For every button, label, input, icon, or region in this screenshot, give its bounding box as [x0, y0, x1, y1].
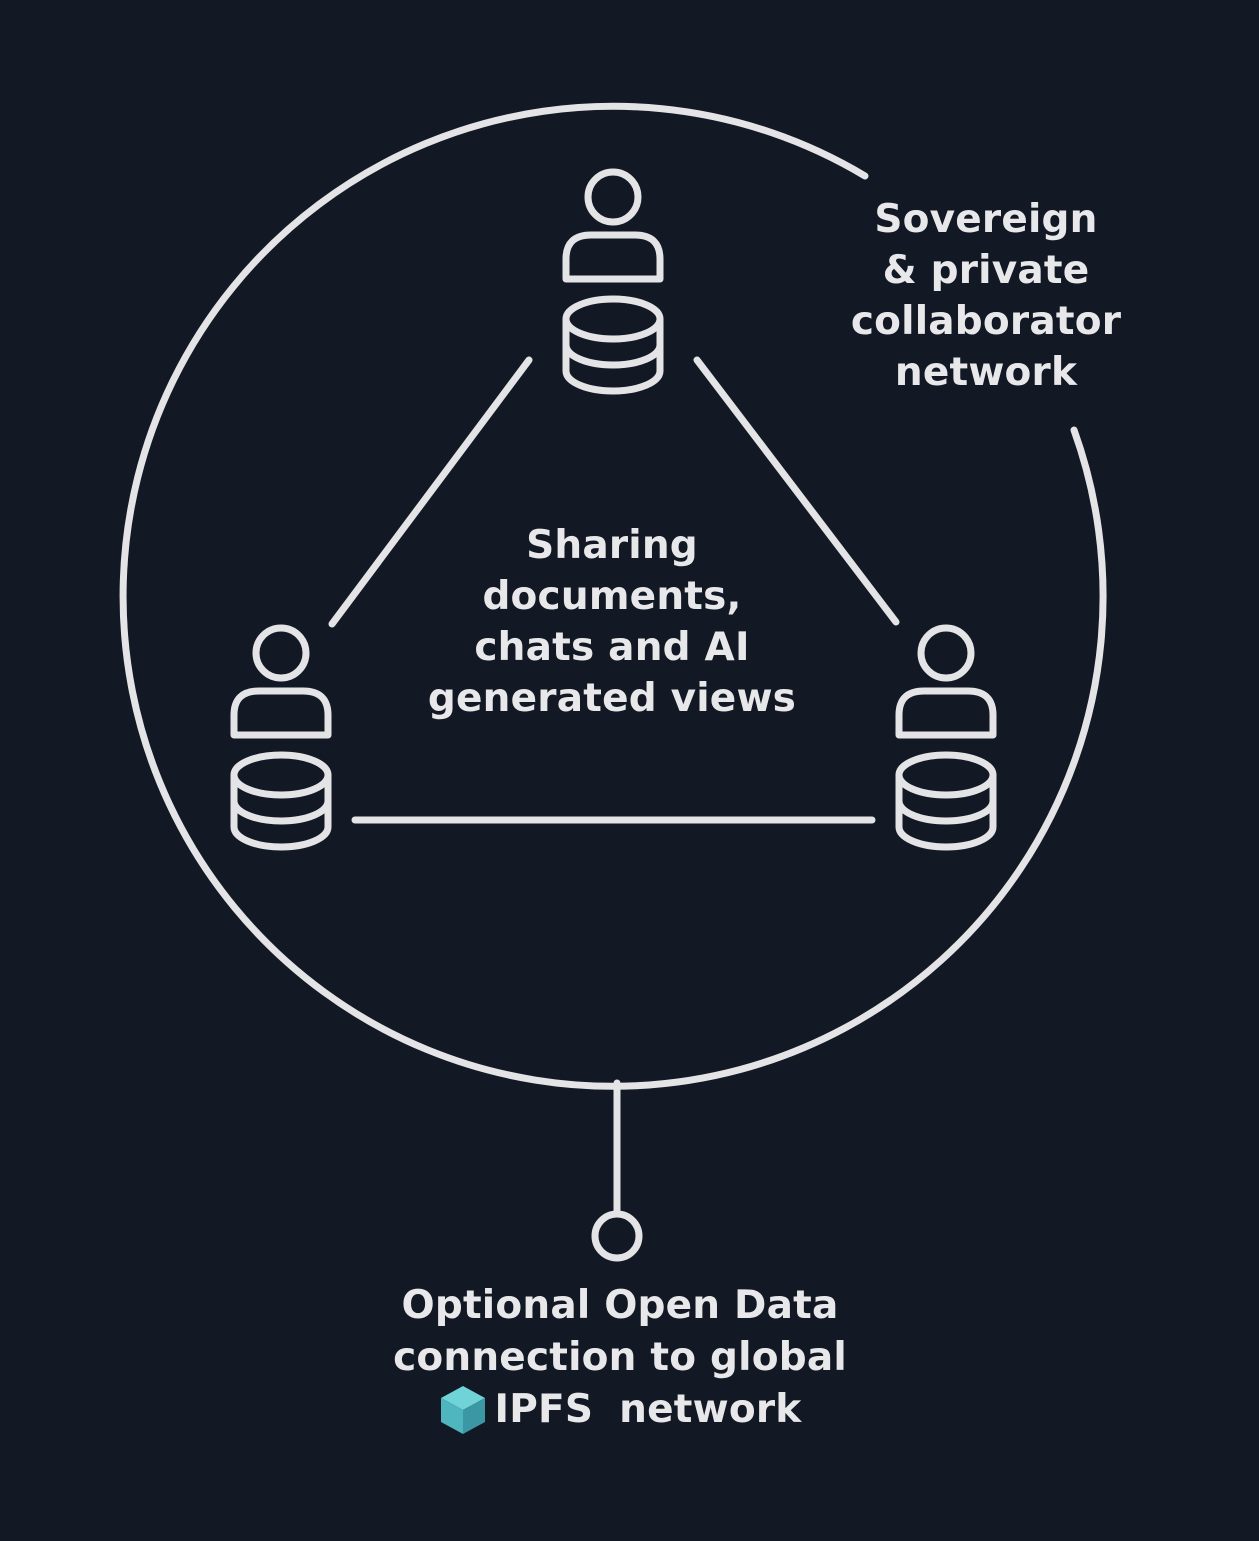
ipfs-row: IPFS network	[439, 1384, 802, 1436]
network-word: network	[619, 1387, 802, 1432]
sharing-label-line: generated views	[427, 676, 797, 721]
ipfs-connection-label: Optional Open Data connection to global …	[330, 1280, 910, 1450]
network-label-line: network	[894, 350, 1078, 395]
ipfs-connector-node	[591, 1210, 643, 1262]
top-node-user-database-icon	[562, 168, 664, 395]
connection-top-right	[693, 356, 900, 626]
sharing-label: Sharing documents, chats and AI generate…	[402, 520, 822, 724]
ipfs-label-row: IPFS network	[330, 1384, 910, 1450]
sharing-label-line: Sharing	[526, 523, 698, 568]
connection-top-left	[328, 356, 533, 628]
network-label-line: & private	[882, 248, 1090, 293]
network-label: Sovereign & private collaborator network	[840, 194, 1132, 398]
network-label-line: Sovereign	[874, 197, 1098, 242]
ipfs-cube-icon	[440, 1386, 485, 1434]
sharing-label-line: chats and AI	[474, 625, 750, 670]
right-node-user-database-icon	[895, 624, 997, 851]
ipfs-text: IPFS	[494, 1387, 594, 1432]
network-circle-arc-main	[119, 102, 1107, 1090]
ipfs-label-line: Optional Open Data	[401, 1283, 839, 1328]
network-label-line: collaborator	[850, 299, 1122, 344]
ipfs-label-line: connection to global	[393, 1335, 847, 1380]
sharing-label-line: documents,	[482, 574, 742, 619]
left-node-user-database-icon	[230, 624, 332, 851]
